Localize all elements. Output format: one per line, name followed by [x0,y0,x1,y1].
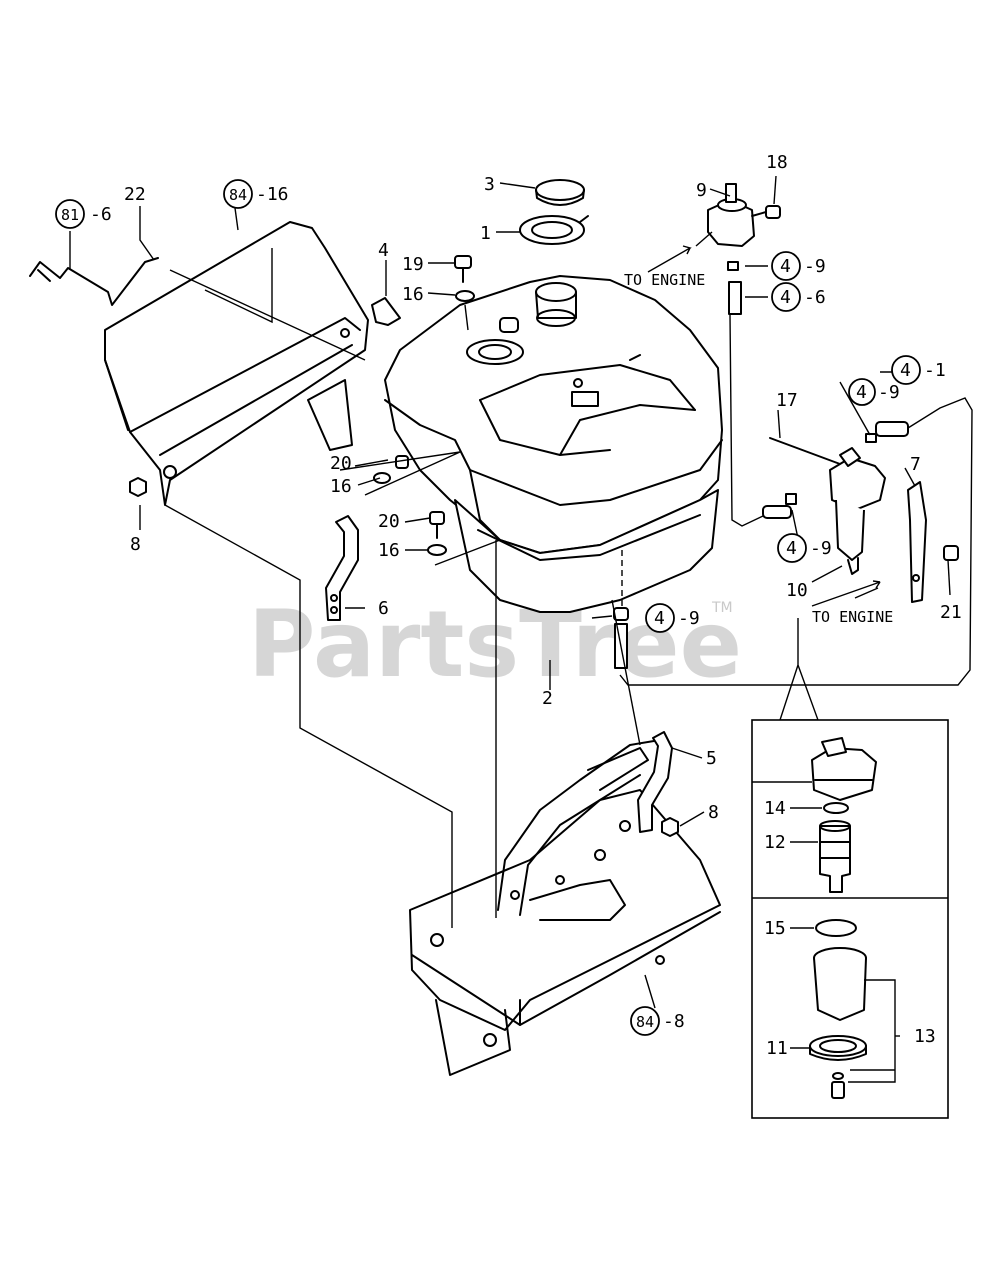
ref-4-9-top-suffix: -9 [804,256,826,277]
label-part-2: 2 [542,688,553,709]
ref-4-9-top-num: 4 [780,256,791,277]
label-part-5: 5 [706,748,717,769]
ref-4-9-filter-suffix: -9 [810,538,832,559]
ref-4-6-suffix: -6 [804,287,826,308]
ref-81-6-num: 81 [61,206,79,224]
label-part-15: 15 [764,918,786,939]
label-part-9: 9 [696,180,707,201]
ref-84-8-num: 84 [636,1013,654,1031]
ref-4-9-top: 4 -9 [771,251,826,281]
label-part-3: 3 [484,174,495,195]
label-part-1: 1 [480,223,491,244]
label-part-7: 7 [910,454,921,475]
label-part-19: 19 [402,254,424,275]
label-part-8-left: 8 [130,534,141,555]
ref-4-9-mid-num: 4 [856,382,867,403]
ref-4-9-tank-num: 4 [654,608,665,629]
nut-8-left-drawing [129,477,147,497]
label-part-21: 21 [940,602,962,623]
label-part-20b: 20 [378,511,400,532]
ref-84-16-suffix: -16 [256,184,289,205]
label-part-20a: 20 [330,453,352,474]
ref-4-9-filter-num: 4 [786,538,797,559]
bracket-5-drawing [637,731,679,837]
label-part-16b: 16 [330,476,352,497]
bracket-bolt-drawing [371,255,475,331]
ref-84-16-num: 84 [229,186,247,204]
leader-lines [69,175,951,1009]
ref-4-9-tank: 4 -9 [645,603,700,633]
ref-4-1: 4 -1 [891,355,946,385]
filter-exploded-inset [751,719,949,1119]
label-part-4: 4 [378,240,389,261]
label-part-18: 18 [766,152,788,173]
part-labels: 3 1 4 19 16 9 18 22 8 20 16 20 16 6 2 17… [124,152,962,1059]
ref-84-8: 84 -8 [630,1006,685,1036]
fuel-cap-drawing [519,179,589,245]
ref-4-9-filter: 4 -9 [777,533,832,563]
ref-84-8-suffix: -8 [663,1011,685,1032]
ref-4-1-num: 4 [900,360,911,381]
label-part-22: 22 [124,184,146,205]
ref-4-1-suffix: -1 [924,360,946,381]
ref-81-6-suffix: -6 [90,204,112,225]
note-to-engine-pump: TO ENGINE [624,271,705,289]
ref-4-9-mid: 4 -9 [848,378,900,406]
label-part-11: 11 [766,1038,788,1059]
ref-4-6: 4 -6 [771,282,826,312]
label-part-17: 17 [776,390,798,411]
label-part-12: 12 [764,832,786,853]
fuel-filter-drawing [619,314,973,686]
label-part-16c: 16 [378,540,400,561]
fuel-pump-drawing [707,183,781,315]
ref-84-16: 84 -16 [223,179,289,209]
label-part-14: 14 [764,798,786,819]
label-part-16a: 16 [402,284,424,305]
ref-4-6-num: 4 [780,287,791,308]
label-part-8-right: 8 [708,802,719,823]
label-part-13: 13 [914,1026,936,1047]
bracket-6-drawing [325,515,359,621]
note-to-engine-filter: TO ENGINE [812,608,893,626]
frame-drawing [409,739,721,1076]
ref-81-6: 81 -6 [55,199,112,229]
watermark-trademark: TM [711,600,733,616]
ref-4-9-tank-suffix: -9 [678,608,700,629]
label-part-6: 6 [378,598,389,619]
side-cover-drawing [29,221,369,506]
fuel-tank-drawing [384,275,723,613]
bolts-left-drawing [373,455,447,556]
label-part-10: 10 [786,580,808,601]
ref-4-9-mid-suffix: -9 [878,382,900,403]
